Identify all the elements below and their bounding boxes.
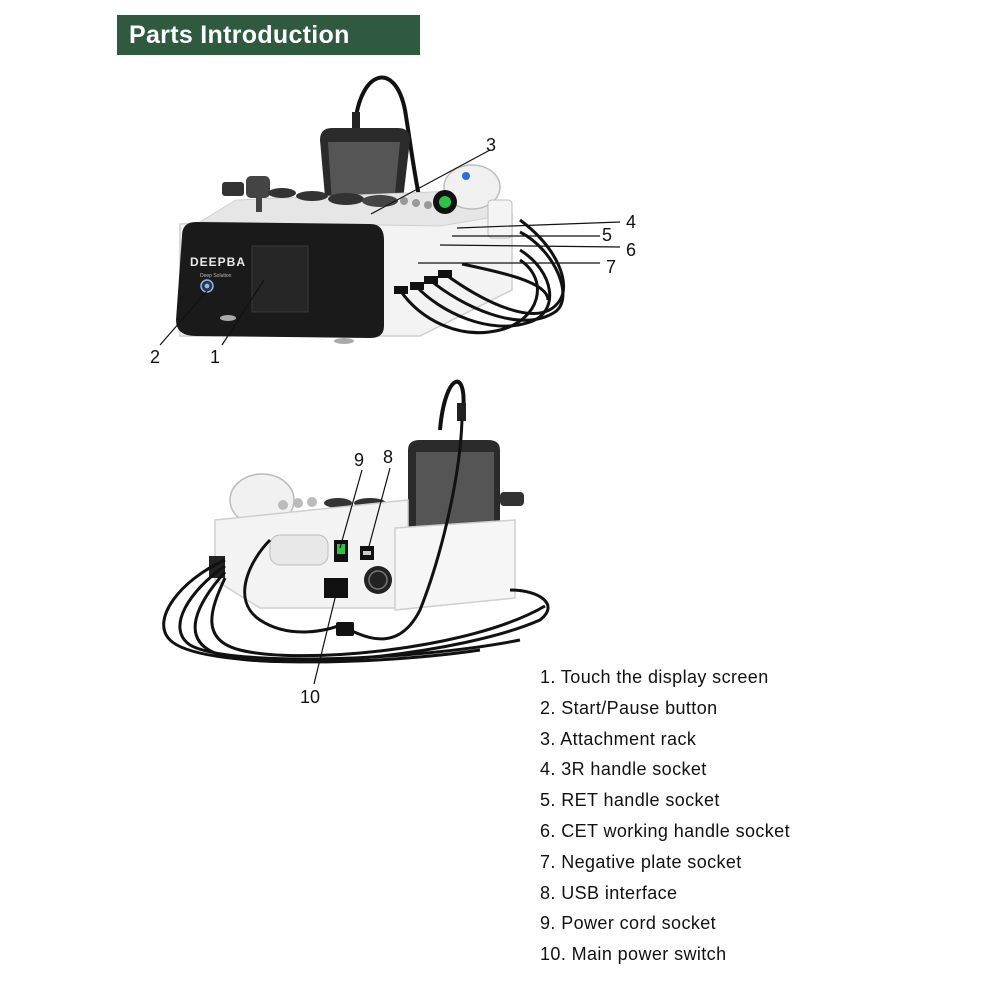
callout-8: 8 [383, 447, 394, 467]
parts-legend: 1. Touch the display screen 2. Start/Pau… [540, 662, 790, 970]
power-cord-socket[interactable] [324, 578, 348, 598]
callout-6: 6 [626, 240, 637, 260]
callout-4: 4 [626, 212, 637, 232]
callout-5: 5 [602, 225, 613, 245]
3r-handle [443, 164, 501, 210]
page-title: Parts Introduction [129, 20, 350, 49]
title-banner: Parts Introduction [117, 15, 420, 55]
legend-item: 7. Negative plate socket [540, 851, 742, 872]
front-view: DEEPBA Deep Solution [159, 75, 621, 346]
callout-3: 3 [486, 135, 497, 155]
callout-10: 10 [300, 687, 321, 707]
brand-subtitle: Deep Solution [200, 273, 232, 279]
legend-item: 3. Attachment rack [540, 728, 697, 749]
legend-item: 2. Start/Pause button [540, 697, 718, 718]
display-screen[interactable] [251, 245, 309, 313]
back-view [162, 379, 550, 685]
legend-item: 5. RET handle socket [540, 790, 720, 811]
brand-logo: DEEPBA [190, 255, 246, 269]
legend-item: 1. Touch the display screen [540, 667, 769, 687]
legend-item: 10. Main power switch [540, 944, 727, 965]
legend-item: 9. Power cord socket [540, 913, 717, 934]
fan-icon [364, 566, 392, 594]
callout-7: 7 [606, 257, 617, 277]
legend-item: 4. 3R handle socket [540, 759, 707, 780]
callout-9: 9 [354, 450, 365, 470]
attachment-rack [222, 176, 432, 212]
legend-item: 8. USB interface [540, 882, 678, 903]
callout-2: 2 [150, 347, 161, 367]
legend-item: 6. CET working handle socket [540, 820, 790, 841]
callout-1: 1 [210, 347, 221, 367]
